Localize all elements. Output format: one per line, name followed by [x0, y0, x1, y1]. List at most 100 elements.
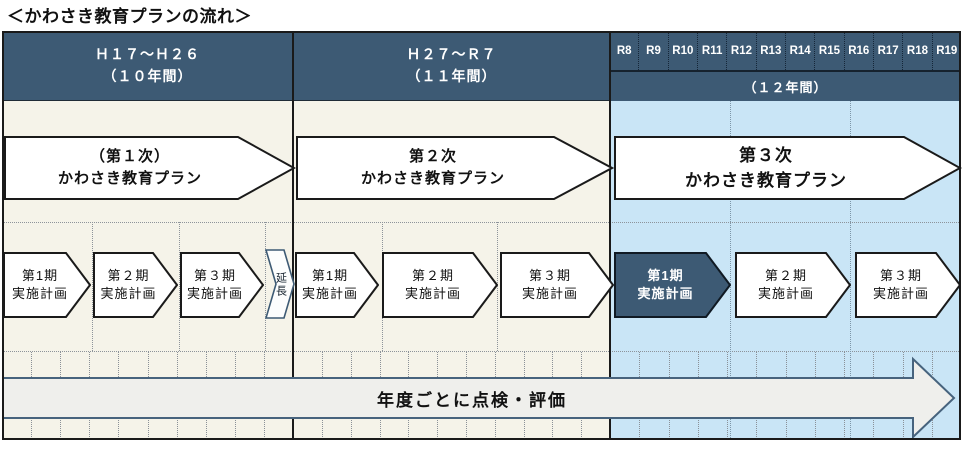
year-tick: [263, 420, 265, 439]
year-tick: [205, 420, 207, 439]
year-label: R10: [667, 31, 697, 70]
era1-plan-arrow: （第１次） かわさき教育プラン: [4, 136, 296, 200]
year-tick: [31, 420, 33, 439]
year-tick: [902, 420, 904, 439]
era3-phase3-chevron: 第３期 実施計画: [855, 252, 961, 318]
year-tick: [147, 420, 149, 439]
year-tick: [668, 352, 670, 377]
column-border-2: [609, 31, 611, 440]
year-tick: [697, 352, 699, 377]
year-tick: [873, 420, 875, 439]
year-tick: [408, 352, 410, 377]
year-tick: [873, 352, 875, 377]
year-tick: [552, 420, 554, 439]
year-tick: [437, 352, 439, 377]
year-tick: [785, 352, 787, 377]
year-tick: [176, 420, 178, 439]
year-tick: [494, 352, 496, 377]
year-tick: [321, 352, 323, 377]
year-tick: [437, 420, 439, 439]
year-tick: [118, 352, 120, 377]
era3-phase1-chevron-active: 第1期 実施計画: [614, 252, 731, 318]
year-label: R9: [638, 31, 667, 70]
year-label: R18: [902, 31, 931, 70]
year-label: R17: [872, 31, 902, 70]
year-tick: [465, 352, 467, 377]
year-tick: [60, 420, 62, 439]
era2-plan-arrow: 第２次 かわさき教育プラン: [296, 136, 614, 200]
era1-period-divider: [92, 222, 93, 351]
era1-range: Ｈ１７～Ｈ２６: [95, 45, 200, 62]
year-tick: [321, 420, 323, 439]
year-tick: [408, 420, 410, 439]
year-tick: [263, 352, 265, 377]
year-tick: [931, 352, 933, 377]
guide-line-upper: [2, 222, 961, 223]
year-tick: [31, 352, 33, 377]
year-tick: [639, 352, 641, 377]
era2-header: Ｈ２７～Ｒ７ （１１年間）: [293, 31, 610, 101]
year-tick: [552, 352, 554, 377]
era1-phase2-chevron: 第２期 実施計画: [93, 252, 178, 318]
year-tick: [668, 420, 670, 439]
era1-duration: （１０年間）: [102, 67, 193, 84]
diagram-title: ＜かわさき教育プランの流れ＞: [7, 7, 252, 26]
era3-plan-arrow: 第３次 かわさき教育プラン: [614, 136, 962, 200]
evaluation-arrow: [2, 356, 959, 440]
year-tick: [756, 352, 758, 377]
era1-phase3-chevron: 第３期 実施計画: [180, 252, 264, 318]
column-border-1: [292, 31, 294, 440]
year-label: R12: [726, 31, 755, 70]
year-tick: [494, 420, 496, 439]
year-tick: [639, 420, 641, 439]
year-tick: [176, 352, 178, 377]
era1-period-divider: [265, 222, 266, 351]
era3-period-divider: [850, 101, 851, 440]
year-tick: [814, 352, 816, 377]
year-tick: [523, 420, 525, 439]
era2-phase3-chevron: 第３期 実施計画: [500, 252, 614, 318]
year-label: R13: [755, 31, 785, 70]
year-tick: [581, 352, 583, 377]
year-tick: [379, 352, 381, 377]
year-tick: [727, 352, 728, 377]
era2-period-divider: [497, 222, 498, 351]
year-tick: [697, 420, 699, 439]
year-tick: [581, 420, 583, 439]
year-tick: [89, 420, 91, 439]
year-tick: [379, 420, 381, 439]
era3-duration: （１２年間）: [743, 80, 828, 95]
year-label: R8: [616, 44, 632, 57]
year-label: R14: [784, 31, 814, 70]
year-tick: [234, 420, 236, 439]
year-tick: [147, 352, 149, 377]
year-tick: [350, 420, 352, 439]
era1-period-divider: [179, 222, 180, 351]
era2-duration: （１１年間）: [406, 67, 497, 84]
year-tick: [844, 352, 845, 377]
year-tick: [234, 352, 236, 377]
year-tick: [523, 352, 525, 377]
year-tick: [60, 352, 62, 377]
year-tick: [350, 352, 352, 377]
era2-range: Ｈ２７～Ｒ７: [406, 45, 497, 62]
year-tick: [465, 420, 467, 439]
era2-phase2-chevron: 第２期 実施計画: [382, 252, 498, 318]
year-tick: [931, 420, 933, 439]
year-label: R11: [696, 31, 726, 70]
year-label: R19: [931, 31, 961, 70]
evaluation-arrow-label: 年度ごとに点検・評価: [2, 382, 942, 414]
era3-period-divider: [730, 101, 731, 440]
year-tick: [756, 420, 758, 439]
evaluation-text: 年度ごとに点検・評価: [377, 390, 567, 410]
era1-extension-chevron: 延長: [265, 249, 296, 320]
year-label: R16: [843, 31, 873, 70]
era1-header: Ｈ１７～Ｈ２６ （１０年間）: [2, 31, 293, 101]
year-tick: [205, 352, 207, 377]
year-tick: [844, 420, 845, 439]
era2-phase1-chevron: 第1期 実施計画: [295, 252, 379, 318]
era3-duration-cell: （１２年間）: [610, 72, 961, 101]
year-tick: [89, 352, 91, 377]
